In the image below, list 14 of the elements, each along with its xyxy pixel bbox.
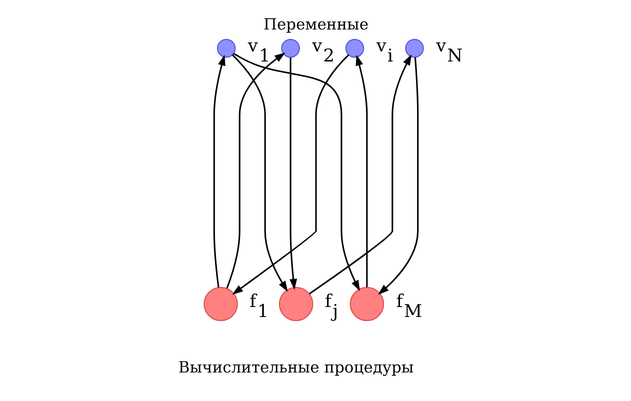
arrow xyxy=(212,54,225,288)
arrow xyxy=(355,54,368,288)
arrow xyxy=(289,57,297,290)
diagram-title: Переменные xyxy=(262,16,368,34)
arrow xyxy=(378,57,418,295)
node-circle xyxy=(216,38,236,58)
node-circle xyxy=(349,286,384,322)
node-circle xyxy=(404,38,424,58)
node-circle xyxy=(278,286,313,322)
caption: Вычислительные процедуры xyxy=(178,358,414,376)
node-circle xyxy=(280,38,300,58)
node-circle xyxy=(203,286,238,322)
node-circle xyxy=(344,38,364,58)
arrow xyxy=(308,54,412,294)
